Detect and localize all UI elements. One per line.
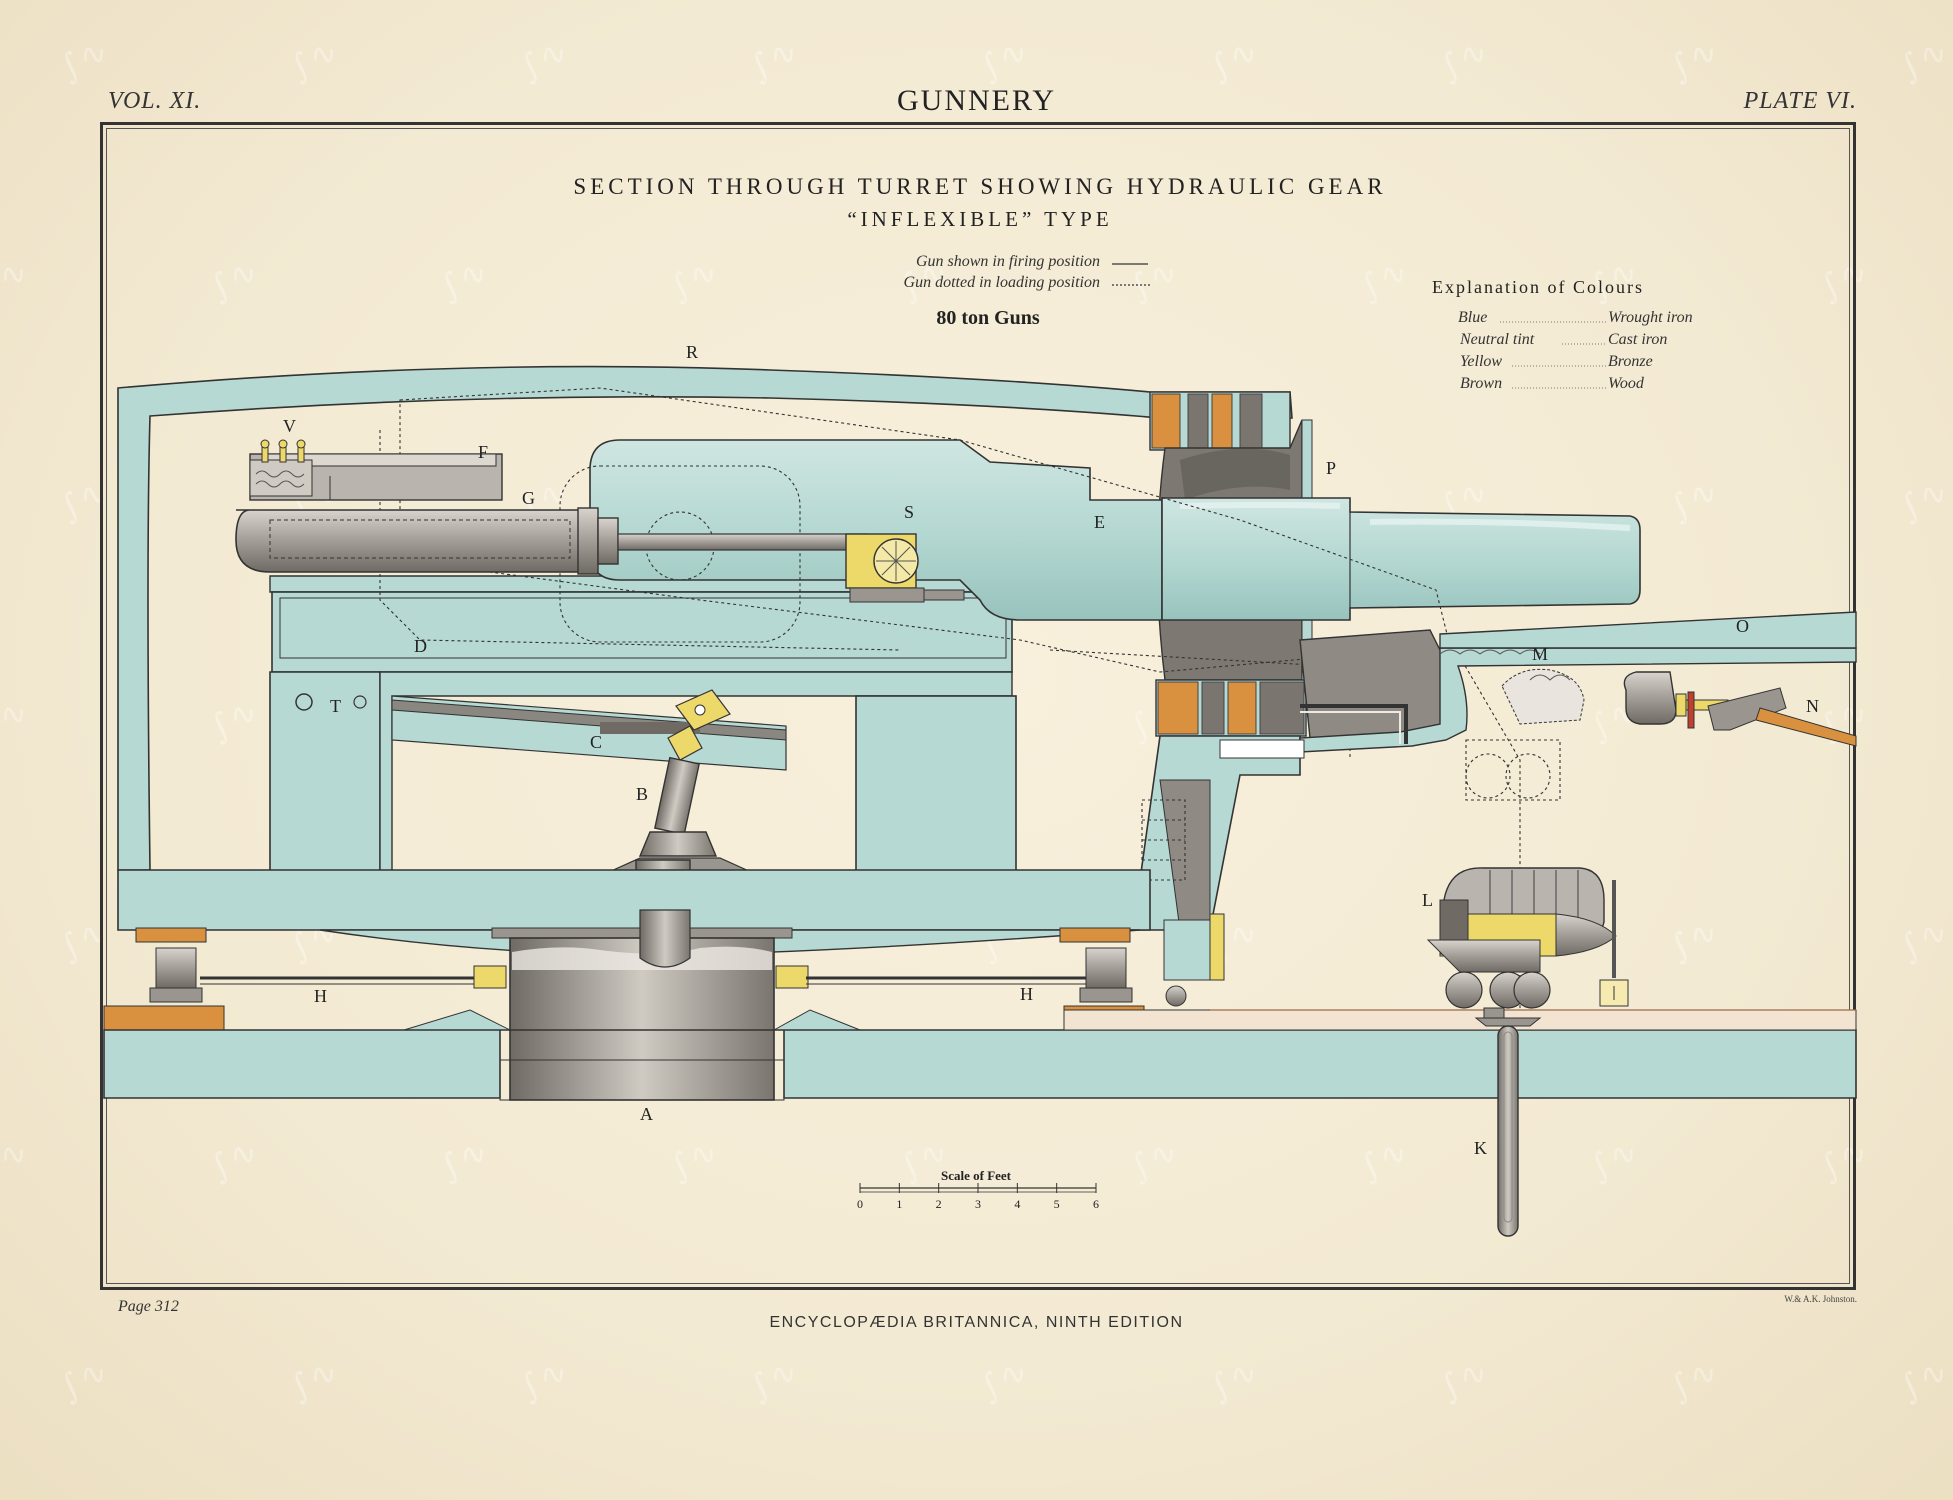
label-B: B <box>636 784 648 804</box>
legend-row: Brown Wood <box>1460 375 1645 392</box>
projectile-loading <box>1501 668 1585 725</box>
rammer-head <box>1623 671 1857 747</box>
label-P: P <box>1326 458 1336 478</box>
legend-colour: Blue <box>1458 309 1487 326</box>
label-O: O <box>1736 616 1749 636</box>
diagram-title-line2: “INFLEXIBLE” TYPE <box>847 207 1112 231</box>
label-D: D <box>414 636 427 656</box>
gun-80-ton <box>589 439 1641 621</box>
plate-title: GUNNERY <box>896 84 1056 117</box>
deck-structure <box>103 1009 1857 1099</box>
label-C: C <box>590 732 602 752</box>
legend-colour: Yellow <box>1460 353 1502 370</box>
label-G: G <box>522 488 535 508</box>
legend-row: Blue Wrought iron <box>1458 309 1693 326</box>
trunnion-connection <box>845 533 965 603</box>
scale-title: Scale of Feet <box>941 1168 1012 1183</box>
label-E: E <box>1094 512 1105 532</box>
scale-tick-label: 2 <box>936 1197 942 1211</box>
scale-ticks: 0 1 2 3 4 5 6 <box>857 1183 1099 1211</box>
legend-material: Cast iron <box>1608 331 1667 348</box>
diagram-title-line1: SECTION THROUGH TURRET SHOWING HYDRAULIC… <box>573 174 1386 199</box>
slide-beam <box>391 695 787 771</box>
volume-label: VOL. XI. <box>108 88 202 114</box>
recoil-press-cylinder <box>235 439 869 575</box>
legend-title: Explanation of Colours <box>1432 277 1644 297</box>
plate-border <box>100 122 1856 1290</box>
label-S: S <box>904 502 914 522</box>
legend-colour: Brown <box>1460 375 1502 392</box>
legend-material: Bronze <box>1608 353 1653 370</box>
legend-row: Neutral tint Cast iron <box>1459 331 1667 348</box>
publication-credit: ENCYCLOPÆDIA BRITANNICA, NINTH EDITION <box>769 1314 1184 1331</box>
label-M: M <box>1532 644 1548 664</box>
central-pivot-press <box>491 909 793 1101</box>
scale-tick-label: 5 <box>1054 1197 1060 1211</box>
label-H-right: H <box>1020 984 1033 1004</box>
label-L: L <box>1422 890 1433 910</box>
label-V: V <box>283 416 296 436</box>
label-A: A <box>640 1104 653 1124</box>
label-H-left: H <box>314 986 327 1006</box>
label-K: K <box>1474 1138 1487 1158</box>
plate-number: PLATE VI. <box>1743 88 1857 114</box>
scale-tick-label: 3 <box>975 1197 981 1211</box>
scale-tick-label: 6 <box>1093 1197 1099 1211</box>
turret-front-wall <box>1139 735 1301 931</box>
diagram-subtitle: 80 ton Guns <box>936 307 1040 329</box>
legend-row: Yellow Bronze <box>1460 353 1653 370</box>
page-number: Page 312 <box>118 1298 179 1315</box>
gun-slide <box>269 575 1017 881</box>
loading-tube <box>1219 611 1857 759</box>
note-loading-position: Gun dotted in loading position <box>904 274 1100 291</box>
port-sill <box>1155 679 1307 737</box>
legend-colour: Neutral tint <box>1459 331 1535 348</box>
legend-material: Wrought iron <box>1608 309 1693 326</box>
note-firing-position: Gun shown in firing position <box>916 253 1100 270</box>
plate-border-inner <box>106 128 1850 1284</box>
label-N: N <box>1806 696 1819 716</box>
label-R: R <box>686 342 698 362</box>
colour-legend: Explanation of Colours Blue Wrought iron… <box>1432 277 1693 392</box>
scale-tick-label: 1 <box>896 1197 902 1211</box>
engraver-credit: W.& A.K. Johnston. <box>1784 1294 1857 1304</box>
scale-tick-label: 4 <box>1014 1197 1020 1211</box>
shell-lift <box>1426 867 1629 1237</box>
label-T: T <box>330 696 341 716</box>
scale-bar: Scale of Feet 0 1 2 3 4 5 6 <box>857 1168 1099 1211</box>
label-F: F <box>478 442 488 462</box>
scale-tick-label: 0 <box>857 1197 863 1211</box>
legend-material: Wood <box>1608 375 1645 392</box>
